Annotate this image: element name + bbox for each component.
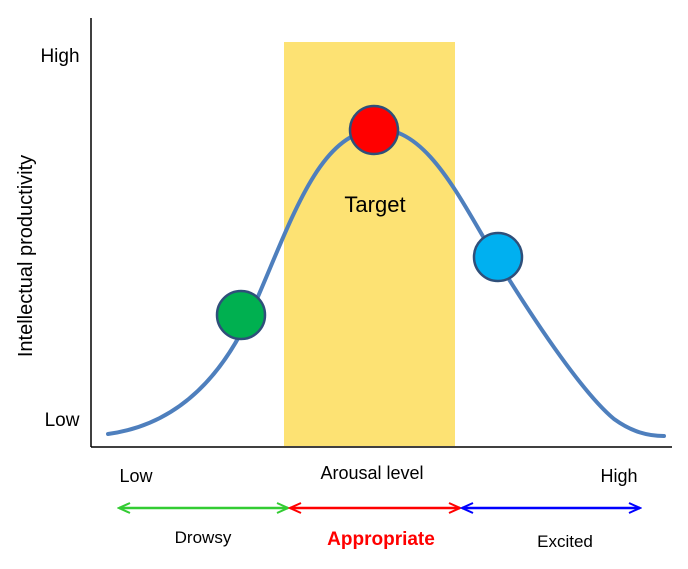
target-point — [348, 104, 400, 156]
productivity-curve — [106, 127, 666, 438]
target-label: Target — [344, 192, 405, 217]
excited-range-label: Excited — [537, 532, 593, 551]
x-axis-high-label: High — [600, 466, 637, 486]
drowsy-range-label: Drowsy — [175, 528, 232, 547]
y-axis-title: Intellectual productivity — [15, 155, 37, 357]
x-axis-low-label: Low — [119, 466, 153, 486]
y-axis-low-label: Low — [45, 410, 80, 431]
x-axis-title: Arousal level — [320, 463, 423, 483]
excited-point — [472, 231, 524, 283]
appropriate-range-label: Appropriate — [327, 529, 435, 550]
y-axis-high-label: High — [40, 46, 79, 67]
drowsy-point — [215, 289, 267, 341]
target-zone — [284, 42, 455, 446]
